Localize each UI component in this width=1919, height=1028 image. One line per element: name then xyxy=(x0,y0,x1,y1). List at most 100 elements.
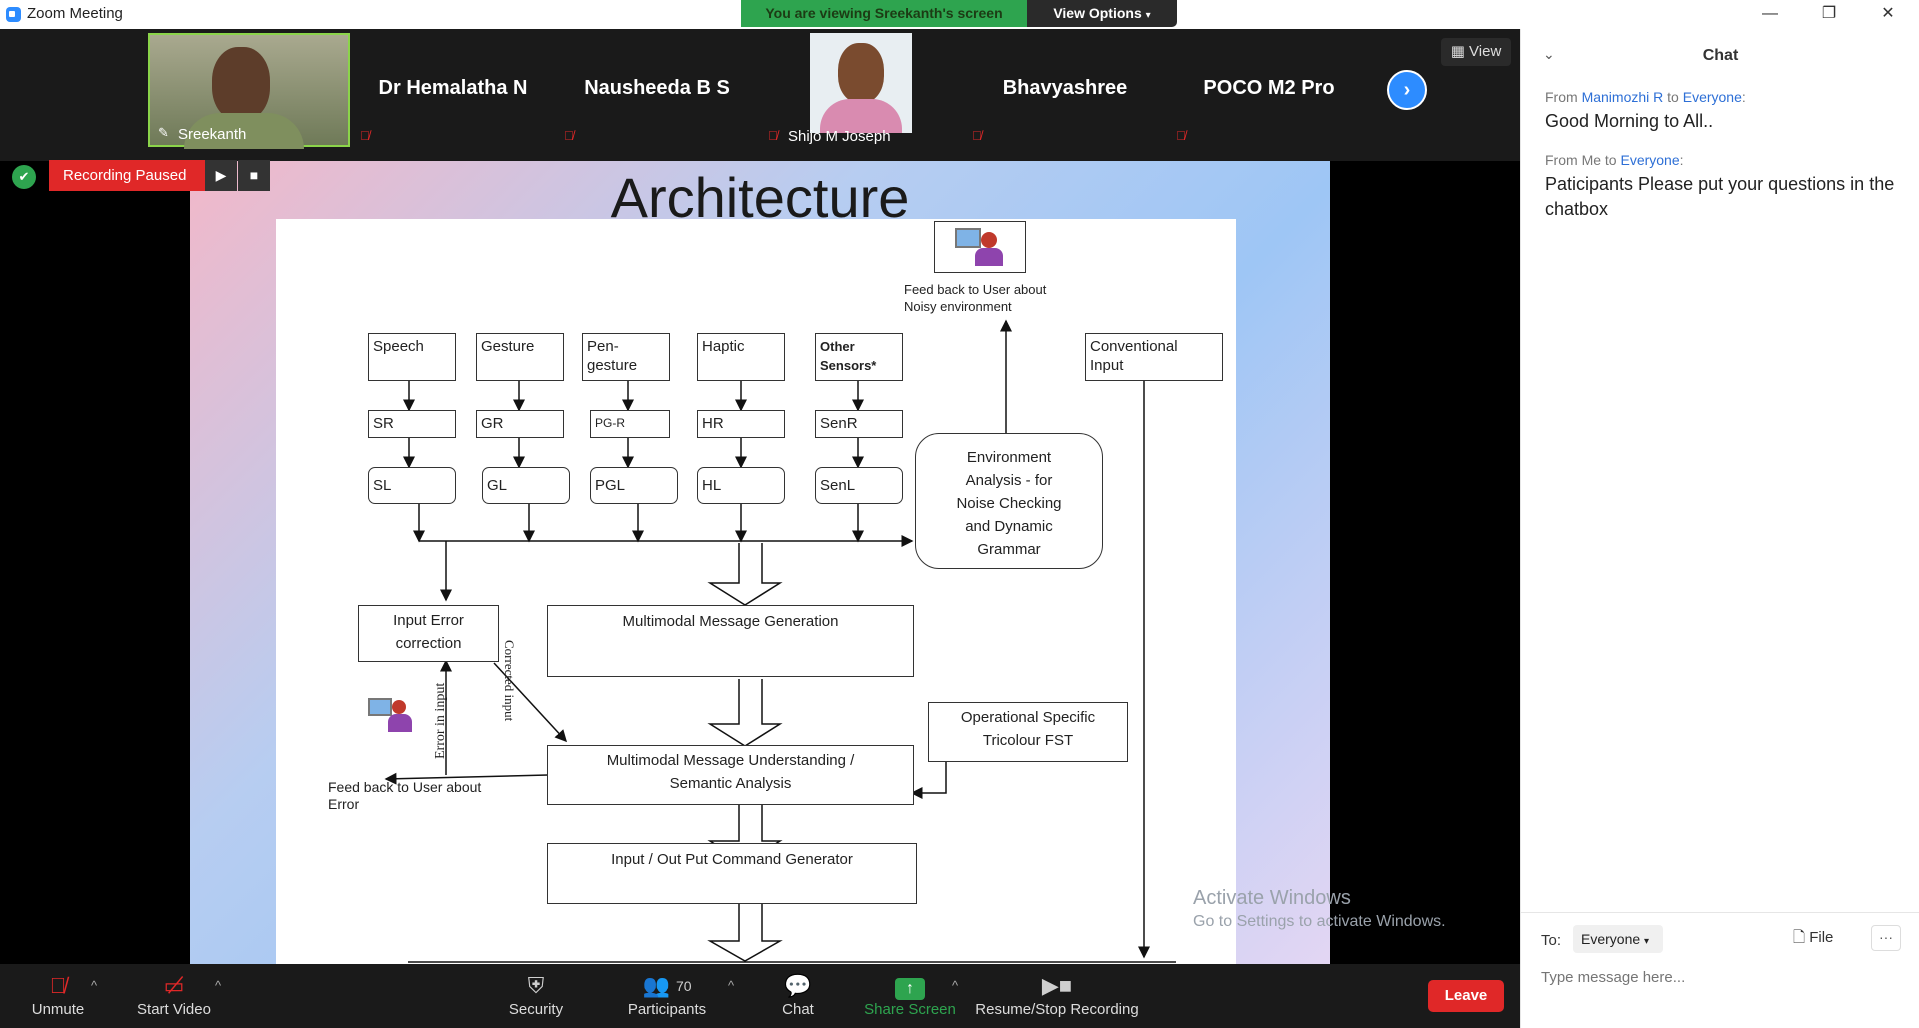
chat-bubble-icon: 💬 xyxy=(784,973,812,998)
activate-windows-watermark: Activate Windows Go to Settings to activ… xyxy=(1193,887,1446,931)
recording-label: Resume/Stop Recording xyxy=(975,1001,1139,1018)
watermark-title: Activate Windows xyxy=(1193,887,1351,909)
participant-tile-poco[interactable]: POCO M2 Pro 🎙̸ xyxy=(1168,33,1370,147)
io-command-generator: Input / Out Put Command Generator xyxy=(547,843,917,904)
chevron-down-icon: ▾ xyxy=(1145,10,1151,21)
more-options-button[interactable]: ··· xyxy=(1871,925,1901,951)
participant-tile-sreekanth[interactable]: ✎ Sreekanth xyxy=(148,33,350,149)
recognizer-gr: GR xyxy=(476,410,564,438)
operational-specific-fst: Operational Specific Tricolour FST xyxy=(928,702,1128,762)
to-word: to xyxy=(1667,89,1679,105)
participant-name: POCO M2 Pro xyxy=(1203,77,1335,99)
stop-recording-button[interactable]: ■ xyxy=(238,160,270,191)
muted-mic-icon: 🎙̸ xyxy=(1176,128,1186,143)
layer-senl: SenL xyxy=(815,467,903,504)
view-options-button[interactable]: View Options ▾ xyxy=(1027,0,1177,27)
participant-tile-hemalatha[interactable]: Dr Hemalatha N 🎙̸ xyxy=(352,33,554,147)
muted-mic-icon: 🎙̸ xyxy=(972,128,982,143)
minimize-button[interactable]: — xyxy=(1762,5,1778,22)
chat-message-meta: From Manimozhi R to Everyone: xyxy=(1545,89,1746,105)
recognizer-hr: HR xyxy=(697,410,785,438)
close-button[interactable]: ✕ xyxy=(1881,5,1895,22)
start-video-label: Start Video xyxy=(137,1001,211,1018)
participants-label: Participants xyxy=(627,1001,707,1018)
participant-tile-bhavyashree[interactable]: Bhavyashree 🎙̸ xyxy=(964,33,1166,147)
layer-hl: HL xyxy=(697,467,785,504)
pin-icon: ✎ xyxy=(158,125,169,140)
next-page-button[interactable]: › xyxy=(1387,70,1427,110)
chevron-down-icon: ▾ xyxy=(1644,936,1650,947)
participant-name: Nausheeda B S xyxy=(584,77,730,99)
share-screen-icon: ↑ xyxy=(895,978,925,1000)
view-label: View xyxy=(1469,43,1502,60)
muted-mic-icon: 🎙̸ xyxy=(360,128,370,143)
share-screen-label: Share Screen xyxy=(864,1001,956,1018)
participants-button[interactable]: 👥 70 Participants xyxy=(622,964,712,1028)
participants-icon: 👥 xyxy=(642,973,670,998)
unmute-label: Unmute xyxy=(31,1001,85,1018)
grid-icon: ▦ xyxy=(1450,43,1465,60)
participant-name: Sreekanth xyxy=(178,126,247,143)
chat-message-text: Good Morning to All.. xyxy=(1545,111,1714,131)
resume-stop-recording-button[interactable]: ▶■ Resume/Stop Recording xyxy=(974,964,1140,1028)
sender-name[interactable]: Manimozhi R xyxy=(1581,89,1664,105)
share-screen-button[interactable]: ↑ Share Screen xyxy=(862,964,958,1028)
chat-divider xyxy=(1521,912,1919,913)
chat-message: From Me to Everyone: Paticipants Please … xyxy=(1545,152,1895,222)
chat-button[interactable]: 💬 Chat xyxy=(768,964,828,1028)
chevron-down-icon[interactable]: ⌄ xyxy=(1543,46,1555,62)
chat-header: ⌄ Chat xyxy=(1521,29,1919,85)
participant-count: 70 xyxy=(675,978,692,994)
corrected-input-label: Corrected input xyxy=(502,640,517,722)
chat-message-meta: From Me to Everyone: xyxy=(1545,152,1684,168)
file-icon: 🗋 xyxy=(1793,929,1806,946)
error-in-input-label: Error in input xyxy=(433,682,448,759)
participant-tile-shijo[interactable]: 🎙̸ Shijo M Joseph xyxy=(760,33,962,147)
multimodal-message-understanding: Multimodal Message Understanding / Seman… xyxy=(547,745,914,805)
muted-mic-icon: 🎙̸ xyxy=(564,128,574,143)
participant-name: Shijo M Joseph xyxy=(788,128,891,145)
muted-mic-icon: 🎙̸ xyxy=(768,128,778,143)
participant-name: Bhavyashree xyxy=(1002,77,1128,99)
recipient-select[interactable]: Everyone ▾ xyxy=(1573,925,1663,953)
participants-options-caret[interactable]: ^ xyxy=(728,978,735,993)
play-stop-icon: ▶■ xyxy=(1041,973,1073,998)
layer-sl: SL xyxy=(368,467,456,504)
resume-recording-button[interactable]: ▶ xyxy=(205,160,237,191)
audio-options-caret[interactable]: ^ xyxy=(91,978,98,993)
from-label: From xyxy=(1545,89,1578,105)
video-options-caret[interactable]: ^ xyxy=(215,978,222,993)
start-video-button[interactable]: ▭̸ Start Video xyxy=(130,964,218,1028)
slide: Architecture xyxy=(190,161,1330,964)
restore-button[interactable]: ❐ xyxy=(1821,5,1837,22)
viewing-screen-banner: You are viewing Sreekanth's screen xyxy=(741,0,1027,27)
chat-panel: ⌄ Chat From Manimozhi R to Everyone: Goo… xyxy=(1520,29,1919,1028)
watermark-subtitle: Go to Settings to activate Windows. xyxy=(1193,913,1446,930)
from-label: From xyxy=(1545,152,1578,168)
security-label: Security xyxy=(508,1001,564,1018)
participant-tile-nausheeda[interactable]: Nausheeda B S 🎙̸ xyxy=(556,33,758,147)
recipient-name[interactable]: Everyone xyxy=(1682,89,1742,105)
feedback-error-note: Feed back to User about Error xyxy=(328,779,482,812)
layer-pgl: PGL xyxy=(590,467,678,504)
chat-title: Chat xyxy=(1702,47,1739,64)
to-word: to xyxy=(1604,152,1617,168)
recipient-name[interactable]: Everyone xyxy=(1620,152,1680,168)
chat-message: From Manimozhi R to Everyone: Good Morni… xyxy=(1545,89,1895,134)
slide-title: Architecture xyxy=(610,166,910,229)
unmute-button[interactable]: 🎙̸ Unmute xyxy=(22,964,94,1028)
file-label: File xyxy=(1809,929,1834,946)
input-error-correction: Input Error correction xyxy=(358,605,499,662)
participant-photo xyxy=(810,33,912,133)
leave-button[interactable]: Leave xyxy=(1428,980,1504,1012)
zoom-logo-icon xyxy=(6,7,21,22)
chat-message-input[interactable] xyxy=(1541,965,1901,989)
shared-screen: Architecture xyxy=(0,161,1520,964)
shield-icon: ⛨ xyxy=(527,973,545,998)
computer-user-icon xyxy=(934,221,1026,273)
file-button[interactable]: 🗋 File xyxy=(1793,927,1833,952)
security-button[interactable]: ⛨ Security xyxy=(500,964,572,1028)
meeting-toolbar: 🎙̸ Unmute ^ ▭̸ Start Video ^ ⛨ Security … xyxy=(0,964,1520,1028)
share-options-caret[interactable]: ^ xyxy=(952,978,959,993)
view-button[interactable]: ▦ View xyxy=(1441,38,1511,66)
